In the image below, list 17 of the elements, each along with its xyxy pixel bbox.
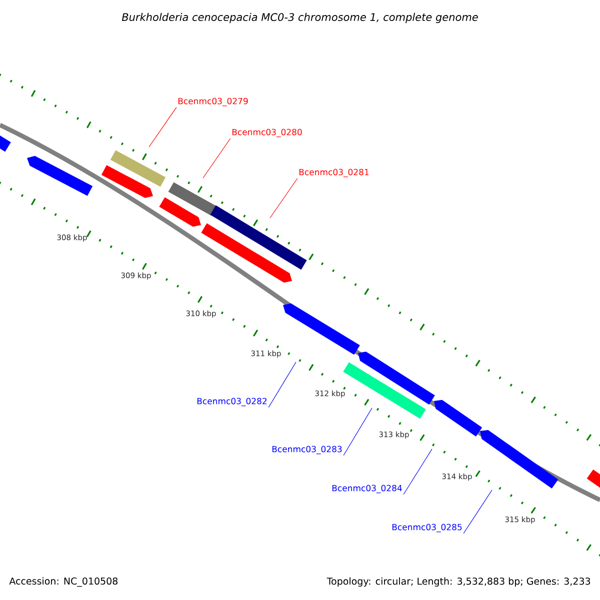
gene-label: Bcenmc03_0284 [332,484,402,494]
gene-label: Bcenmc03_0282 [197,398,267,406]
leader-line [403,448,432,495]
leader-line [202,138,231,178]
footer-text: Accession: NC_010508 [9,577,118,587]
leader-line [343,408,372,456]
gene-label: Bcenmc03_0283 [272,446,342,454]
footer-text: Topology: circular; Length: 3,532,883 bp; Genes: 3,233 [326,577,590,587]
gene-label: Bcenmc03_0281 [299,168,369,178]
gene-label: Bcenmc03_0279 [178,98,248,106]
gene-label: Bcenmc03_0280 [232,128,302,138]
leader-line [270,178,298,218]
title: Burkholderia cenocepacia MC0-3 chromosome 1, complete genome [122,12,478,24]
leader-line [463,490,492,534]
leader-line [268,362,296,408]
gene-label: Bcenmc03_0285 [392,524,462,532]
leader-line [148,107,177,148]
